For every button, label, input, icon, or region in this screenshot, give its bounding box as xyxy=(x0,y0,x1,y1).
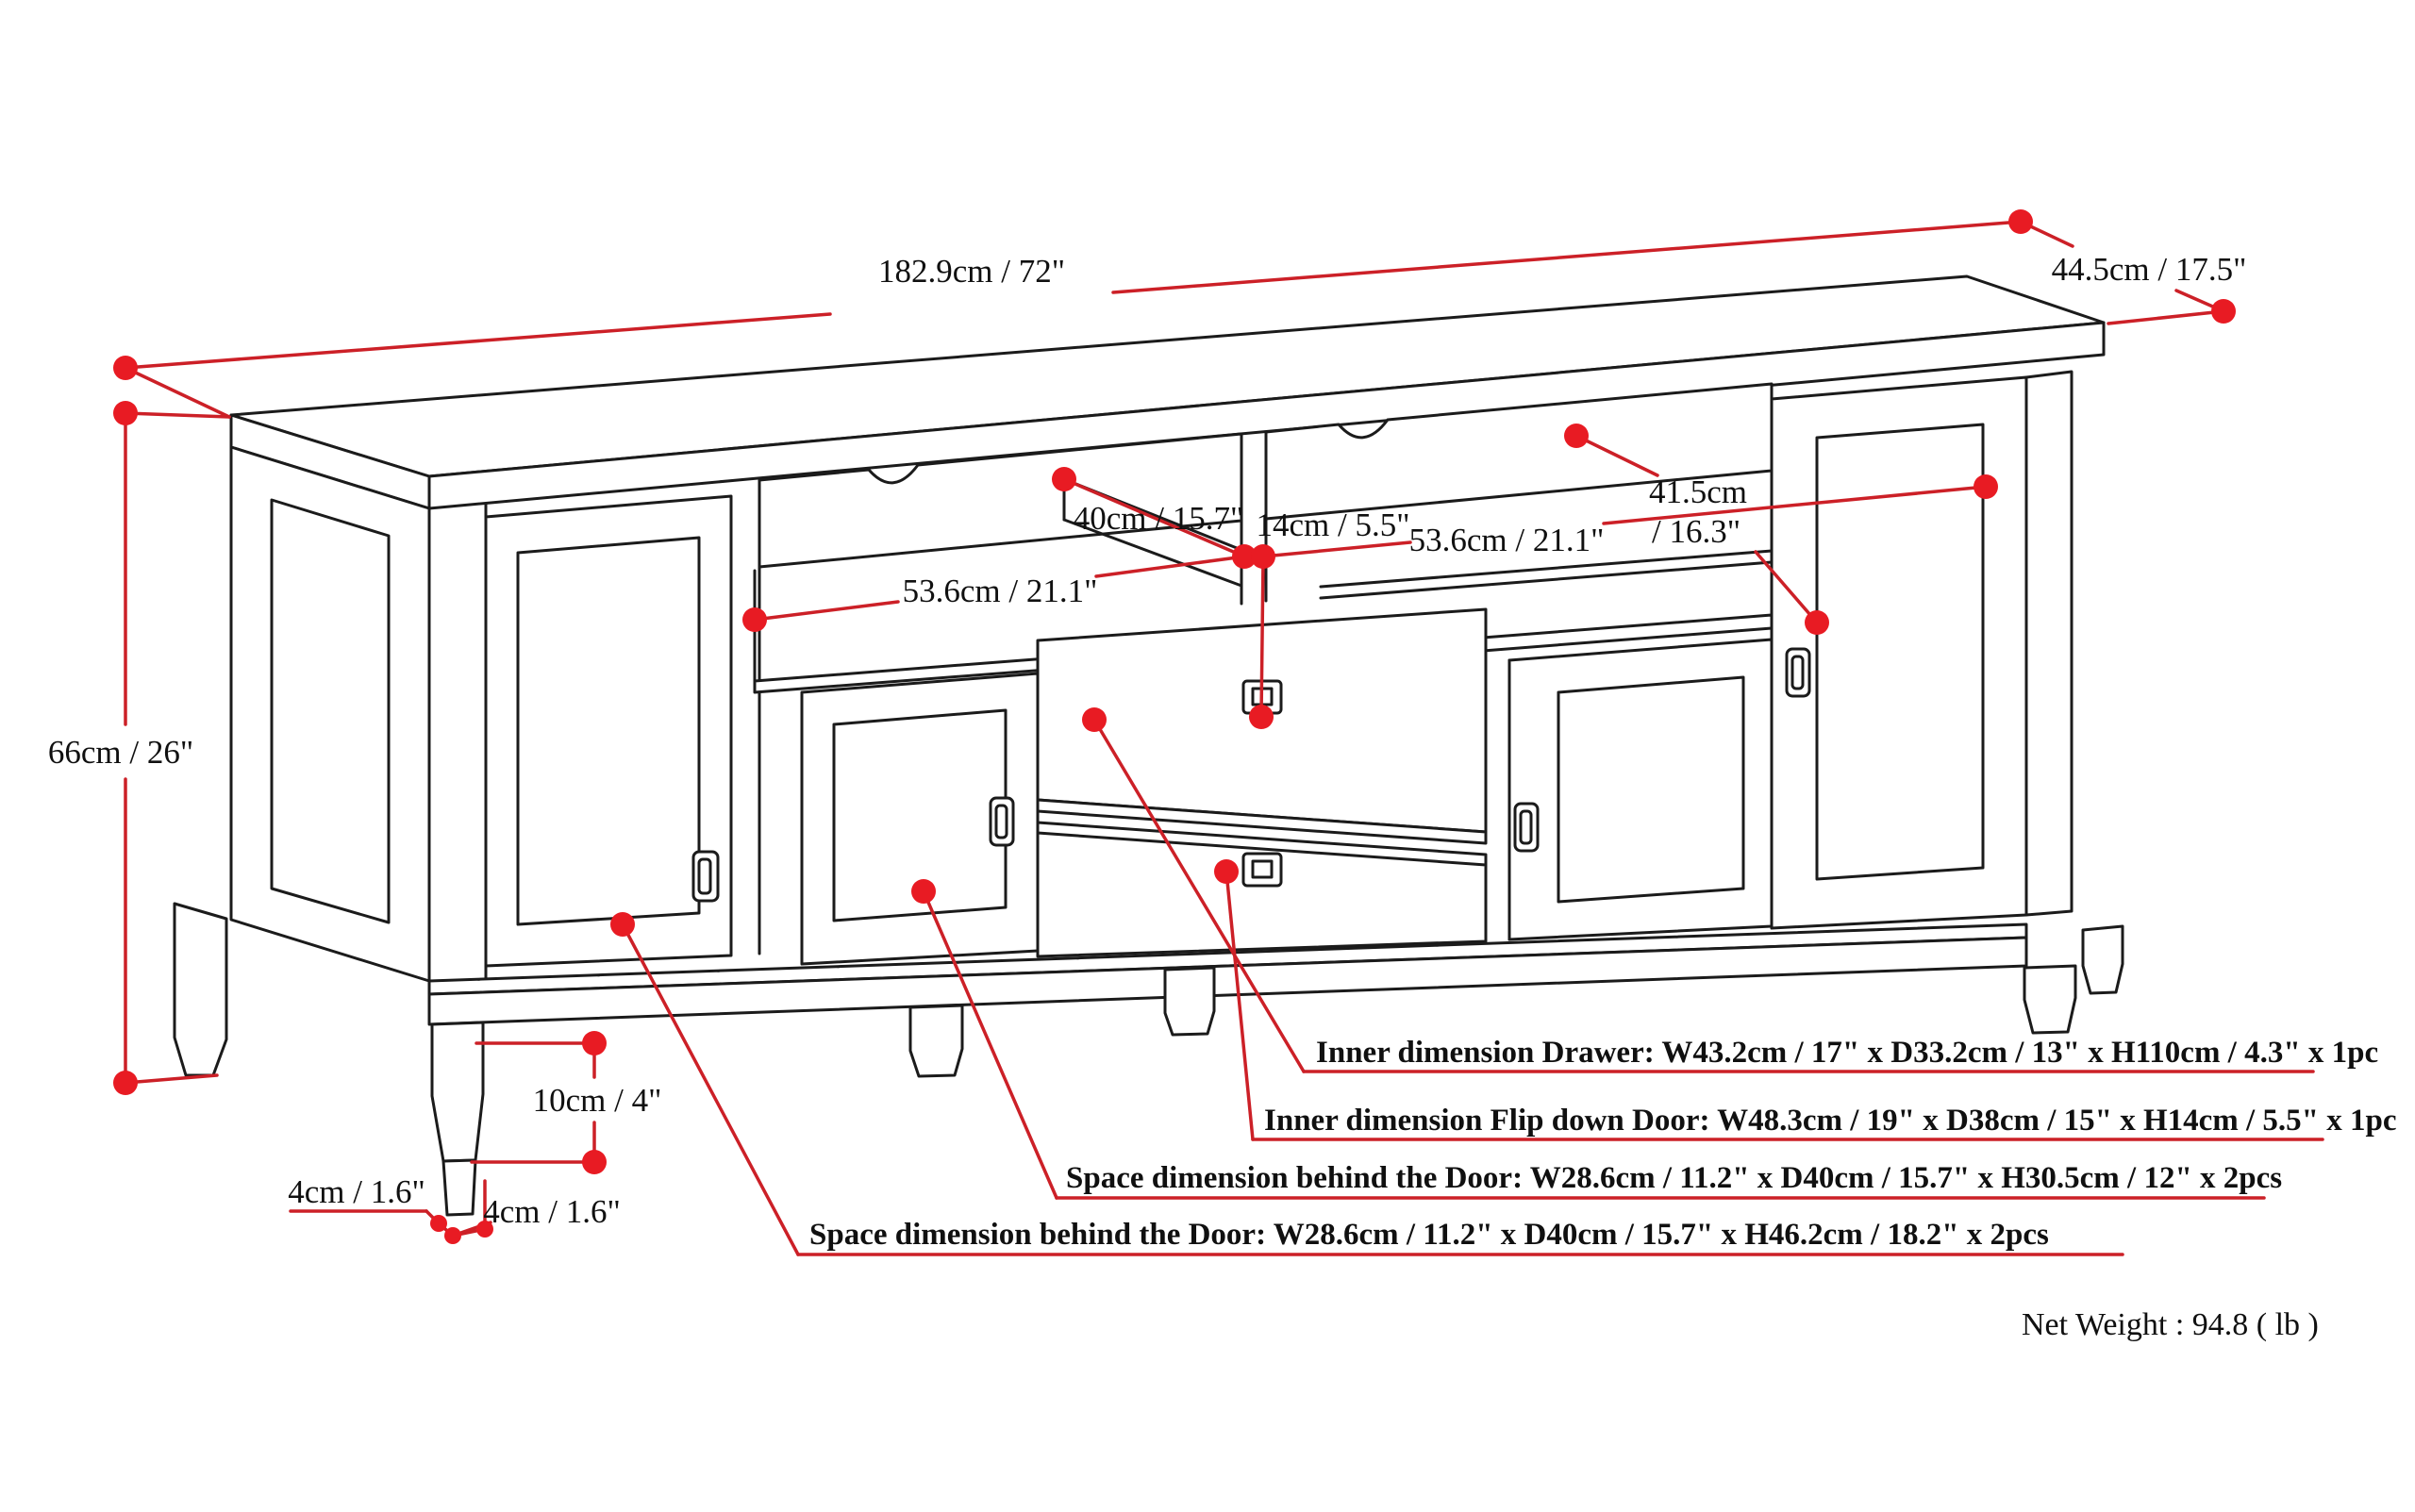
back-right-leg xyxy=(2081,924,2124,995)
left-tall-door xyxy=(484,494,733,968)
back-left-leg xyxy=(173,902,228,1077)
dim-flip-opening-label: 14cm / 5.5" xyxy=(1256,507,1409,543)
right-tall-door xyxy=(1770,370,2074,930)
right-opening-shelf xyxy=(1319,549,1774,589)
bottom-rails xyxy=(427,922,2028,1026)
dim-right-depth-label-1: 41.5cm xyxy=(1649,474,1747,510)
net-weight-label: Net Weight : 94.8 ( lb ) xyxy=(2022,1307,2319,1342)
dim-foot-right-label: 4cm / 1.6" xyxy=(483,1193,621,1230)
callout-door-tall: Space dimension behind the Door: W28.6cm… xyxy=(809,1218,2049,1252)
left-side-panel xyxy=(229,445,431,983)
front-right-leg xyxy=(2023,964,2077,1035)
middle-right-door xyxy=(1507,638,1774,941)
back-middle-leg xyxy=(1163,966,1216,1037)
dim-right-depth-label-2: / 16.3" xyxy=(1652,513,1740,550)
dim-left-opening-label: 53.6cm / 21.1" xyxy=(903,573,1098,609)
callout-labels: Inner dimension Drawer: W43.2cm / 17" x … xyxy=(809,1036,2397,1252)
dimension-labels: 182.9cm / 72" 44.5cm / 17.5" 66cm / 26" … xyxy=(48,251,2247,1230)
front-left-foot-cap xyxy=(441,1158,477,1217)
dim-top-width-label: 182.9cm / 72" xyxy=(878,253,1065,290)
callout-drawer: Inner dimension Drawer: W43.2cm / 17" x … xyxy=(1316,1036,2378,1070)
leader-lines xyxy=(621,718,2324,1256)
bottom-drawer xyxy=(1036,831,1488,958)
bottom-drawer-handle-icon xyxy=(1241,852,1283,888)
cabinet-line-art xyxy=(173,274,2124,1217)
middle-left-door xyxy=(800,672,1040,966)
dim-shelf-depth-label: 40cm / 15.7" xyxy=(1074,500,1244,537)
dim-right-opening-label: 53.6cm / 21.1" xyxy=(1409,522,1605,558)
dimension-dots xyxy=(113,209,2236,1244)
callout-door-short: Space dimension behind the Door: W28.6cm… xyxy=(1066,1161,2282,1195)
dim-height-label: 66cm / 26" xyxy=(48,734,193,771)
dim-leg-height-label: 10cm / 4" xyxy=(533,1082,662,1119)
right-end-face xyxy=(2024,370,2074,917)
dim-foot-left-label: 4cm / 1.6" xyxy=(288,1173,425,1210)
drawer-stack xyxy=(1036,607,1511,958)
front-middle-leg xyxy=(908,1004,964,1078)
dim-top-depth-label: 44.5cm / 17.5" xyxy=(2052,251,2247,288)
top-slab xyxy=(229,274,2106,510)
legs xyxy=(173,902,2124,1217)
callout-flip-door: Inner dimension Flip down Door: W48.3cm … xyxy=(1264,1104,2397,1138)
